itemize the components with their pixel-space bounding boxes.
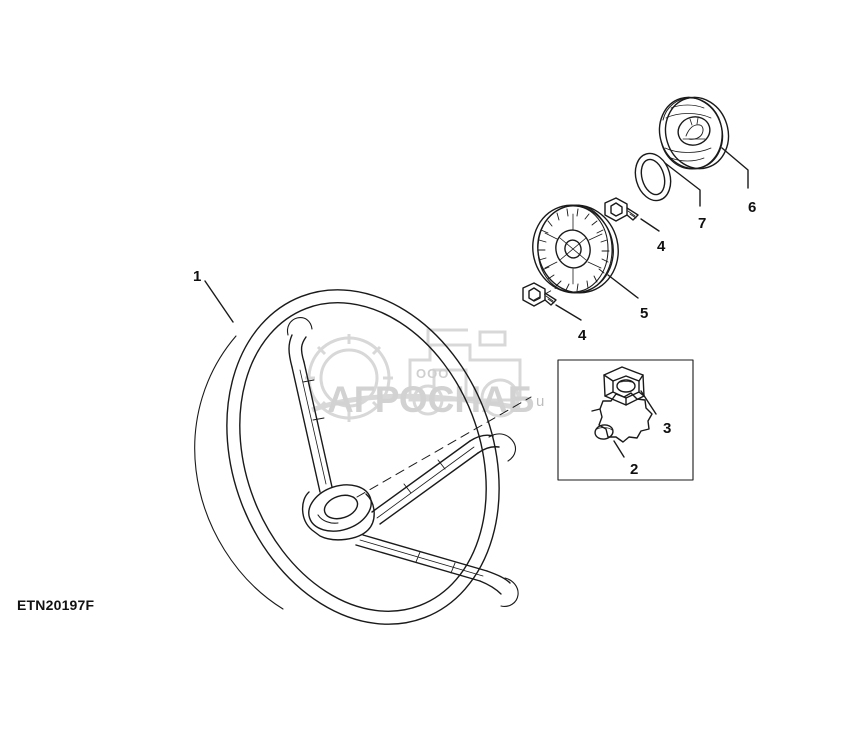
leader-2-3 [613,390,657,458]
drawing-code: ETN20197F [17,597,95,613]
part-label-5: 5 [640,305,649,322]
part-label-7: 7 [698,215,707,232]
part-label-6: 6 [748,199,757,216]
leader-6 [721,147,749,189]
leader-4-lower [555,304,582,321]
detail-box [557,359,694,481]
stack-axis [533,287,557,301]
assembly-axis [356,396,532,498]
o-ring-part [634,152,672,202]
part-label-2: 2 [630,461,639,478]
part-label-4-upper: 4 [657,238,666,255]
leader-7 [664,162,701,207]
leader-4-upper [640,218,660,232]
leader-5 [607,274,639,299]
toothed-hub-part [532,204,619,294]
part-label-1: 1 [193,268,202,285]
bolt-upper-part [604,197,639,222]
part-label-4-lower: 4 [578,327,587,344]
cap-emblem-part [658,96,730,170]
leader-1 [204,280,234,323]
lock-washer-part [591,392,653,443]
part-label-3: 3 [663,420,672,437]
steering-wheel-part [194,289,519,625]
bolt-lower-part [522,282,557,307]
